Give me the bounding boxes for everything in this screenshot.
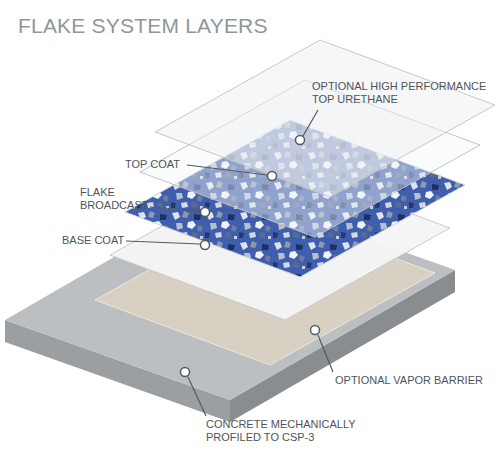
layer-label: CONCRETE MECHANICALLY PROFILED TO CSP-3 bbox=[206, 418, 376, 444]
leader-dot bbox=[201, 241, 210, 250]
layer-label: OPTIONAL VAPOR BARRIER bbox=[335, 374, 495, 387]
leader-line bbox=[318, 335, 333, 372]
leader-line bbox=[150, 207, 200, 211]
leader-line bbox=[188, 377, 206, 416]
leader-dot bbox=[201, 208, 210, 217]
layer-label: FLAKE BROADCAST bbox=[80, 186, 150, 212]
diagram-title: FLAKE SYSTEM LAYERS bbox=[18, 14, 268, 38]
leader-line bbox=[126, 241, 200, 244]
layer-label: TOP COAT bbox=[125, 158, 195, 171]
leader-dot bbox=[268, 172, 277, 181]
layer-label: OPTIONAL HIGH PERFORMANCE TOP URETHANE bbox=[312, 80, 488, 106]
layer-label: BASE COAT bbox=[62, 234, 132, 247]
leader-dot bbox=[311, 326, 320, 335]
leader-line bbox=[187, 165, 267, 175]
leader-line bbox=[303, 110, 318, 136]
urethane-layer bbox=[155, 40, 495, 197]
leader-dot bbox=[181, 368, 190, 377]
leader-dot bbox=[296, 136, 305, 145]
